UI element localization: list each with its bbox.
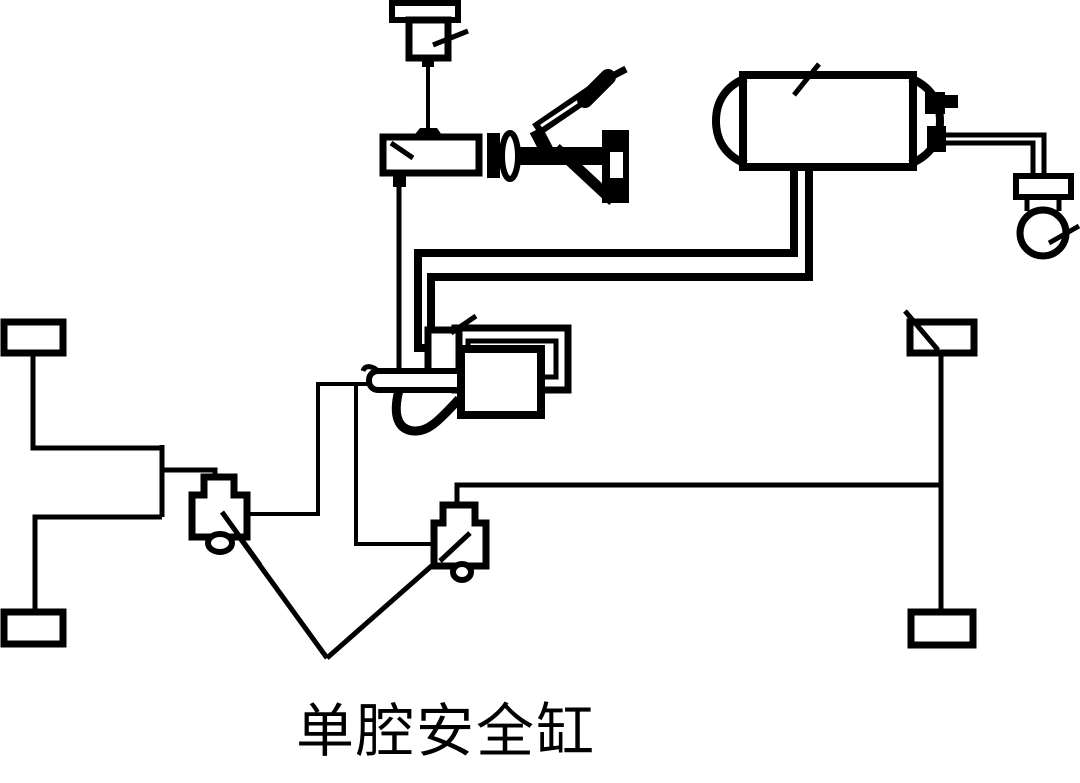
wheel-chamber-bottom-right: [907, 608, 977, 649]
rear-axle-circuit: [454, 353, 944, 613]
valve-body: [457, 345, 545, 419]
tank-supply-pipe: [414, 165, 813, 352]
diagram-caption: 单腔安全缸: [296, 699, 597, 764]
pressure-gauge: [1013, 173, 1080, 260]
gauge-pipe: [944, 132, 1047, 178]
front-axle-circuit: [30, 352, 218, 613]
wheel-chambers: [0, 309, 978, 649]
valve-bar: [366, 368, 471, 393]
brake-pedal: [529, 65, 629, 206]
wheel-chamber-bottom-left: [0, 608, 67, 648]
valve-bar-hook: [360, 364, 381, 374]
air-tank: [711, 62, 958, 171]
control-valve-bottom: [430, 501, 490, 583]
fluid-reservoir: [389, 0, 469, 134]
valve-lower-loop: [391, 388, 463, 436]
valve-link-lines: [248, 382, 436, 546]
wheel-chamber-top-left: [0, 318, 67, 357]
master-cylinder: [379, 128, 483, 376]
pedal-pad: [577, 69, 616, 108]
control-valve-left: [188, 473, 263, 567]
caption-leader-lines: [237, 536, 454, 660]
safety-cylinder-valve-block: [360, 313, 572, 436]
wheel-chamber-top-right: [906, 318, 978, 357]
